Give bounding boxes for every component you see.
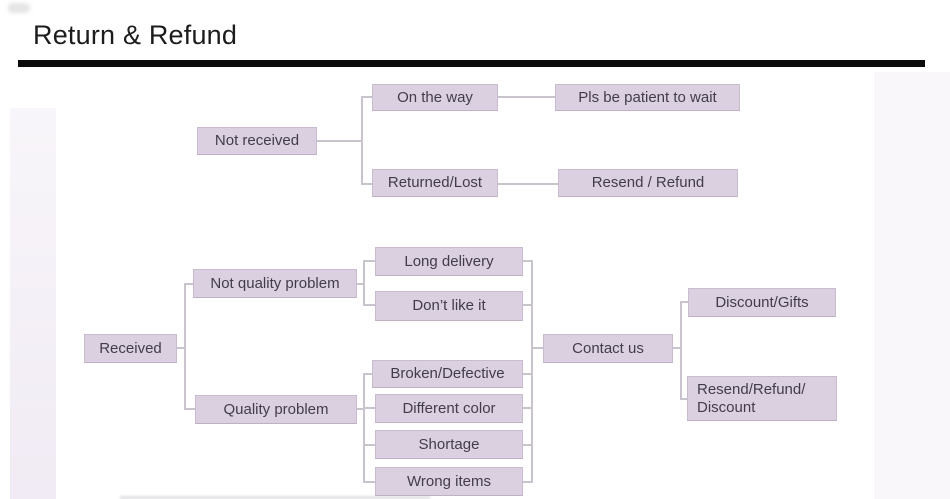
- flow-connector: [523, 260, 533, 262]
- flow-node-shortage: Shortage: [375, 430, 523, 459]
- flow-connector: [184, 283, 193, 285]
- flow-node-resend-refund: Resend / Refund: [558, 169, 738, 197]
- background-band-right: [874, 72, 950, 499]
- flow-connector: [680, 398, 687, 400]
- flow-node-not-quality-problem: Not quality problem: [193, 269, 357, 298]
- flow-connector: [363, 481, 375, 483]
- flow-node-returned-lost: Returned/Lost: [372, 169, 498, 197]
- flow-node-broken-defective: Broken/Defective: [372, 360, 523, 388]
- page-title: Return & Refund: [33, 20, 238, 50]
- flow-connector: [177, 347, 186, 349]
- flow-node-pls-be-patient-to-wait: Pls be patient to wait: [555, 84, 740, 111]
- flow-node-contact-us: Contact us: [543, 334, 673, 363]
- flow-connector: [680, 301, 682, 400]
- flow-connector: [523, 444, 533, 446]
- flow-connector: [680, 301, 688, 303]
- flow-connector: [531, 260, 533, 483]
- flow-connector: [361, 183, 372, 185]
- flow-connector: [673, 347, 682, 349]
- flow-connector: [184, 408, 195, 410]
- flow-connector: [363, 260, 365, 306]
- flow-connector: [357, 408, 365, 410]
- flow-connector: [523, 481, 533, 483]
- flow-node-dont-like-it: Don’t like it: [375, 291, 523, 321]
- flow-node-long-delivery: Long delivery: [375, 247, 523, 276]
- flow-connector: [363, 444, 375, 446]
- flow-connector: [317, 140, 363, 142]
- flow-node-resend-refund-discount: Resend/Refund/ Discount: [687, 376, 837, 421]
- flow-connector: [361, 96, 363, 185]
- flow-connector: [357, 283, 365, 285]
- flow-connector: [498, 96, 555, 98]
- flow-connector: [184, 283, 186, 410]
- flow-connector: [363, 373, 375, 375]
- flow-connector: [363, 304, 375, 306]
- background-band-left: [10, 108, 56, 499]
- cropped-text-remnant-top: [8, 3, 30, 13]
- flow-connector: [361, 96, 372, 98]
- title-divider-rule: [18, 60, 925, 67]
- flow-node-different-color: Different color: [375, 394, 523, 423]
- flow-node-not-received: Not received: [197, 127, 317, 155]
- flow-node-quality-problem: Quality problem: [195, 395, 357, 424]
- flow-connector: [531, 347, 543, 349]
- flow-connector: [523, 304, 533, 306]
- flow-connector: [523, 373, 533, 375]
- flow-connector: [498, 183, 558, 185]
- flow-connector: [363, 260, 375, 262]
- flow-node-wrong-items: Wrong items: [375, 467, 523, 496]
- flow-node-on-the-way: On the way: [372, 84, 498, 111]
- flow-connector: [523, 407, 533, 409]
- flow-node-received: Received: [84, 334, 177, 363]
- flow-node-discount-gifts: Discount/Gifts: [688, 288, 836, 317]
- flow-connector: [363, 407, 375, 409]
- flow-connector: [363, 373, 365, 483]
